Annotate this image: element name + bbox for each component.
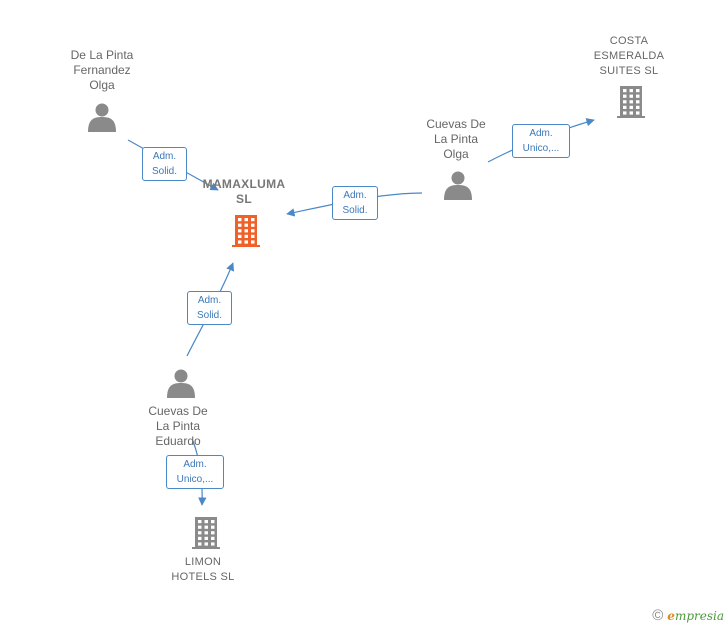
company-name-limon[interactable]: LIMON HOTELS SL [171, 556, 235, 583]
company-name-costa[interactable]: COSTA ESMERALDA SUITES SL [593, 35, 665, 77]
building-icon[interactable] [617, 86, 645, 118]
copyright-icon: © [652, 607, 664, 624]
building-icon[interactable] [232, 215, 260, 247]
person-icon[interactable] [167, 369, 195, 399]
relation-label[interactable]: Adm. Unico,... [512, 124, 570, 158]
relation-label[interactable]: Adm. Solid. [187, 291, 232, 325]
person-name-olga-cuevas[interactable]: Cuevas De La Pinta Olga [426, 117, 486, 161]
footer-brand: © empresia [652, 607, 724, 624]
person-name-olga-fernandez[interactable]: De La Pinta Fernandez Olga [70, 48, 134, 92]
relation-label[interactable]: Adm. Solid. [332, 186, 378, 220]
relation-label[interactable]: Adm. Unico,... [166, 455, 224, 489]
company-name-mamaxluma[interactable]: MAMAXLUMA SL [202, 177, 286, 206]
person-icon[interactable] [444, 171, 472, 201]
person-icon[interactable] [88, 103, 116, 133]
icons-layer [88, 86, 645, 549]
empresia-logo: empresia [667, 608, 724, 623]
relation-label[interactable]: Adm. Solid. [142, 147, 187, 181]
building-icon[interactable] [192, 517, 220, 549]
person-name-eduardo[interactable]: Cuevas De La Pinta Eduardo [148, 404, 208, 448]
